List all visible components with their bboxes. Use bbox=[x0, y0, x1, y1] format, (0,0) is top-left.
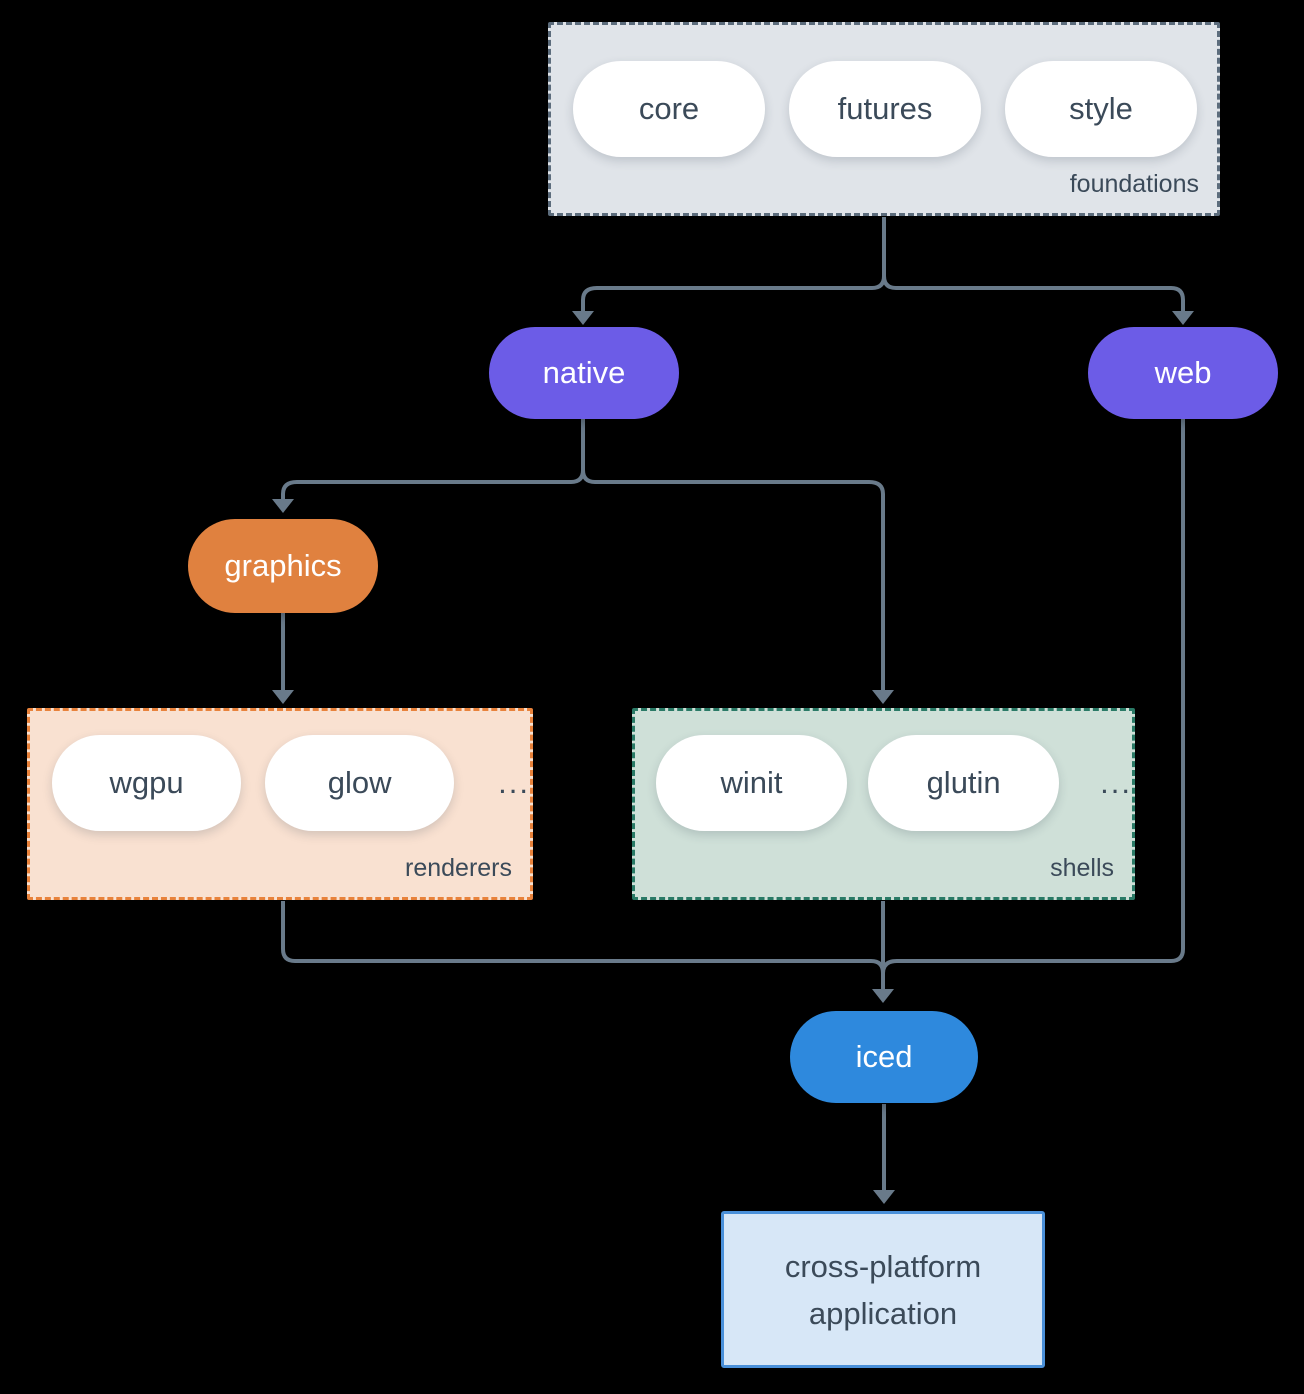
edge-native-shells bbox=[581, 419, 885, 691]
application-label-line2: application bbox=[808, 1295, 958, 1331]
node-native: native bbox=[489, 327, 679, 419]
node-web: web bbox=[1088, 327, 1278, 419]
pill-style: style bbox=[1005, 61, 1197, 157]
edge-native-graphics bbox=[281, 419, 585, 500]
shells-group: winit glutin ... shells bbox=[632, 708, 1135, 900]
application-label-line1: cross-platform bbox=[784, 1248, 982, 1284]
shells-pill-row: winit glutin ... bbox=[635, 711, 1132, 831]
arrowhead-iced-icon bbox=[872, 989, 894, 1003]
renderers-label: renderers bbox=[405, 854, 512, 882]
renderers-group: wgpu glow ... renderers bbox=[27, 708, 533, 900]
arrowhead-web-icon bbox=[1172, 311, 1194, 325]
pill-winit: winit bbox=[656, 735, 848, 831]
arrowhead-native-icon bbox=[572, 311, 594, 325]
edge-foundations-native bbox=[581, 217, 886, 313]
pill-wgpu: wgpu bbox=[52, 735, 242, 831]
foundations-pill-row: core futures style bbox=[551, 25, 1217, 157]
arrowhead-renderers-icon bbox=[272, 690, 294, 704]
pill-glutin: glutin bbox=[868, 735, 1060, 831]
pill-core: core bbox=[573, 61, 765, 157]
pill-futures: futures bbox=[789, 61, 981, 157]
edge-renderers-iced bbox=[281, 901, 885, 983]
renderers-pill-row: wgpu glow ... bbox=[30, 711, 530, 831]
renderers-ellipsis: ... bbox=[498, 765, 530, 800]
shells-ellipsis: ... bbox=[1100, 765, 1132, 800]
foundations-group: core futures style foundations bbox=[548, 22, 1220, 216]
node-graphics: graphics bbox=[188, 519, 378, 613]
shells-label: shells bbox=[1050, 854, 1114, 882]
pill-glow: glow bbox=[265, 735, 455, 831]
application-box: cross-platform application bbox=[721, 1211, 1045, 1368]
foundations-label: foundations bbox=[1069, 170, 1199, 198]
arrowhead-shells-icon bbox=[872, 690, 894, 704]
arrowhead-graphics-icon bbox=[272, 499, 294, 513]
edge-foundations-web bbox=[882, 217, 1185, 313]
arrowhead-application-icon bbox=[873, 1190, 895, 1204]
node-iced: iced bbox=[790, 1011, 978, 1103]
